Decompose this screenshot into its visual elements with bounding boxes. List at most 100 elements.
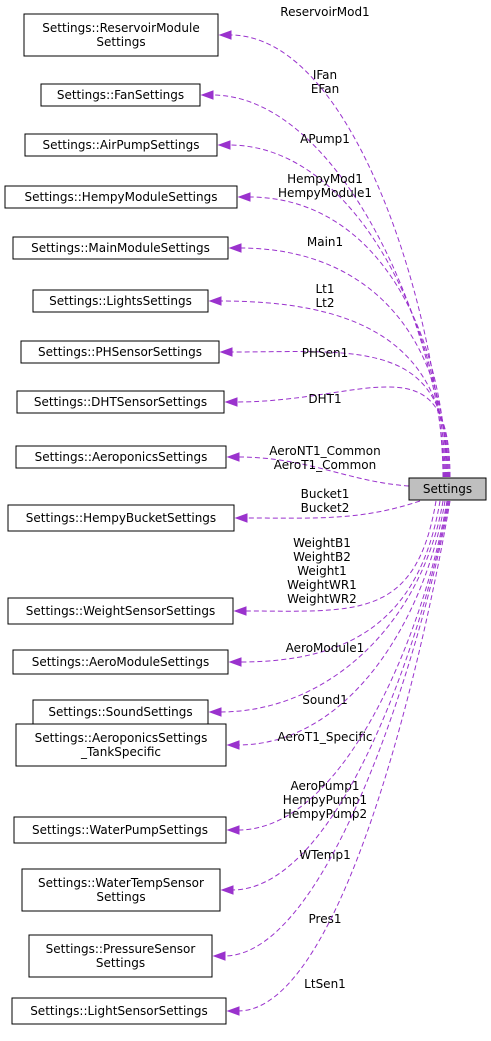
class-node-label: _TankSpecific (80, 745, 161, 759)
edge-weight (244, 500, 437, 612)
edge-lightsensor (237, 500, 451, 1012)
class-node-box (15, 445, 227, 469)
class-node-label: Settings::AeroModuleSettings (32, 655, 210, 669)
class-node-box (7, 597, 234, 625)
class-node-box (4, 185, 238, 209)
edge-arrow-airpump (217, 140, 231, 150)
class-node-box (28, 934, 213, 978)
class-node-waterpump[interactable]: Settings::WaterPumpSettings (13, 816, 227, 844)
class-node-box (12, 236, 229, 260)
class-node-label: Settings::WaterTempSensor (38, 876, 204, 890)
edge-arrow-hempymodule (237, 192, 251, 202)
edge-arrow-waterpump (226, 825, 240, 835)
class-node-box (23, 13, 219, 57)
class-node-hempymodule[interactable]: Settings::HempyModuleSettings (4, 185, 238, 209)
edge-label-sound: Sound1 (302, 693, 347, 707)
class-node-label: Settings::AirPumpSettings (43, 138, 200, 152)
edge-label-waterpump: HempyPump2 (283, 807, 367, 821)
class-node-aeromodule[interactable]: Settings::AeroModuleSettings (12, 649, 229, 675)
class-node-hempybucket[interactable]: Settings::HempyBucketSettings (7, 504, 235, 532)
target-node-box (408, 477, 487, 501)
edge-label-weight: WeightB2 (293, 550, 351, 564)
class-node-fan[interactable]: Settings::FanSettings (40, 83, 201, 107)
edge-dhtsensor (235, 386, 451, 478)
edge-label-hempybucket: Bucket2 (301, 501, 350, 515)
class-node-label: Settings::WaterPumpSettings (32, 823, 208, 837)
edge-reservoir (229, 34, 444, 478)
class-node-label: Settings::ReservoirModule (42, 21, 199, 35)
edge-label-waterpump: HempyPump1 (283, 793, 367, 807)
class-node-sound[interactable]: Settings::SoundSettings (32, 699, 209, 725)
class-node-label: Settings::LightSensorSettings (30, 1004, 208, 1018)
edge-label-fan: EFan (311, 82, 339, 96)
edge-label-pressure: Pres1 (309, 912, 342, 926)
edge-hempymodule (248, 196, 447, 478)
edge-lights (219, 300, 449, 478)
class-node-label: Settings::AeroponicsSettings (35, 731, 208, 745)
class-node-weight[interactable]: Settings::WeightSensorSettings (7, 597, 234, 625)
class-node-phsensor[interactable]: Settings::PHSensorSettings (20, 340, 220, 364)
class-node-label: Settings::SoundSettings (48, 705, 192, 719)
class-node-mainmodule[interactable]: Settings::MainModuleSettings (12, 236, 229, 260)
target-node-settings[interactable]: Settings (408, 477, 487, 501)
class-node-aeroponics[interactable]: Settings::AeroponicsSettings (15, 445, 227, 469)
class-node-box (32, 289, 209, 313)
edge-arrow-aeromodule (228, 657, 242, 667)
edge-label-weight: WeightWR1 (287, 578, 357, 592)
edge-fan (211, 94, 445, 478)
class-node-box (21, 868, 221, 912)
edge-label-hempymodule: HempyMod1 (287, 172, 363, 186)
edge-label-fan: IFan (313, 68, 337, 82)
class-node-aerotank[interactable]: Settings::AeroponicsSettings_TankSpecifi… (15, 723, 227, 767)
edge-arrow-mainmodule (228, 243, 242, 253)
edge-label-aeroponics: AeroNT1_Common (269, 444, 380, 458)
edge-arrow-fan (200, 90, 214, 100)
class-node-airpump[interactable]: Settings::AirPumpSettings (24, 133, 218, 157)
class-node-box (40, 83, 201, 107)
edge-waterpump (237, 500, 448, 831)
edge-label-lightsensor: LtSen1 (304, 977, 346, 991)
class-node-box (32, 699, 209, 725)
class-node-box (7, 504, 235, 532)
target-node-label: Settings (423, 482, 472, 496)
edge-label-lights: Lt1 (315, 282, 334, 296)
edge-arrow-pressure (212, 951, 226, 961)
edge-label-lights: Lt2 (315, 296, 334, 310)
class-node-lightsensor[interactable]: Settings::LightSensorSettings (11, 997, 227, 1025)
class-node-box (13, 816, 227, 844)
class-node-lights[interactable]: Settings::LightsSettings (32, 289, 209, 313)
edge-arrow-weight (233, 606, 247, 616)
edge-arrow-dhtsensor (224, 397, 238, 407)
edge-label-weight: WeightWR2 (287, 592, 357, 606)
class-node-label: Settings::HempyBucketSettings (26, 511, 216, 525)
edges: ReservoirMod1IFanEFanAPump1HempyMod1Hemp… (200, 5, 451, 1016)
edge-arrow-hempybucket (234, 513, 248, 523)
class-node-label: Settings::AeroponicsSettings (35, 450, 208, 464)
edge-arrow-aerotank (226, 740, 240, 750)
edge-mainmodule (239, 247, 448, 478)
class-node-dhtsensor[interactable]: Settings::DHTSensorSettings (16, 390, 225, 414)
edge-aeroponics (237, 456, 410, 487)
edge-label-weight: WeightB1 (293, 536, 351, 550)
edge-arrow-watertemp (220, 885, 234, 895)
class-node-label: Settings::PressureSensor (46, 942, 196, 956)
edge-aerotank (237, 500, 446, 746)
edge-label-reservoir: ReservoirMod1 (280, 5, 369, 19)
edge-arrow-phsensor (219, 347, 233, 357)
class-node-box (24, 133, 218, 157)
class-node-label: Settings::MainModuleSettings (31, 241, 210, 255)
class-node-box (20, 340, 220, 364)
class-node-label: Settings (96, 956, 145, 970)
edge-label-watertemp: WTemp1 (299, 848, 350, 862)
edge-label-dhtsensor: DHT1 (308, 392, 341, 406)
edge-label-airpump: APump1 (300, 132, 350, 146)
class-node-label: Settings (96, 35, 145, 49)
edge-watertemp (231, 500, 449, 891)
class-node-label: Settings::LightsSettings (49, 294, 192, 308)
edge-label-weight: Weight1 (297, 564, 346, 578)
edge-arrow-lights (208, 296, 222, 306)
